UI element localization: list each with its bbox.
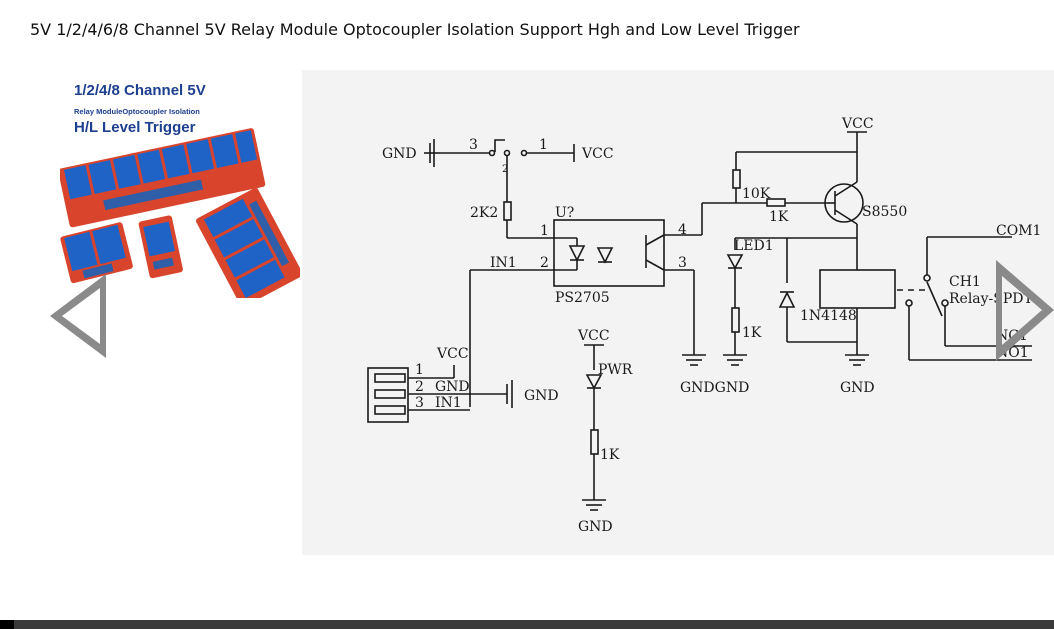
label-com1: COM1: [996, 223, 1041, 239]
label-s8550: S8550: [862, 204, 907, 220]
label-gnd-bottom: GND: [578, 519, 613, 535]
label-1k-base: 1K: [769, 209, 789, 225]
label-2k2: 2K2: [470, 205, 498, 221]
label-in1: IN1: [490, 255, 517, 271]
label-pwr: PWR: [598, 362, 633, 378]
label-opto-pin1: 1: [540, 223, 549, 239]
label-u: U?: [555, 205, 574, 221]
label-1k-led: 1K: [742, 325, 762, 341]
label-conn-in1: IN1: [435, 395, 462, 411]
label-conn-vcc: VCC: [436, 346, 469, 362]
bottom-bar: [0, 620, 1054, 629]
bottom-bar-edge: [0, 620, 14, 629]
label-pin1: 1: [539, 137, 548, 153]
eight-channel-board: [60, 128, 266, 228]
four-channel-board: [196, 187, 300, 298]
page-title: 5V 1/2/4/6/8 Channel 5V Relay Module Opt…: [30, 20, 800, 39]
label-gnd-relay: GND: [840, 380, 875, 396]
label-vcc-pwr: VCC: [577, 328, 610, 344]
two-channel-board: [60, 222, 133, 284]
chevron-right-outline-icon: [996, 260, 1054, 361]
label-gndgnd: GNDGND: [680, 380, 749, 396]
label-pin2: 2: [502, 164, 508, 175]
label-led1: LED1: [734, 238, 774, 254]
previous-image-button[interactable]: [44, 270, 112, 362]
label-ps2705: PS2705: [555, 290, 610, 306]
label-10k: 10K: [742, 186, 771, 202]
one-channel-board: [138, 215, 183, 279]
label-pin3: 3: [469, 137, 478, 153]
thumb-line1: 1/2/4/8 Channel 5V: [74, 82, 206, 99]
schematic-drawing: GND 3 1 2 VCC 2K2 U? 1 2 3 4 IN1 PS2705 …: [367, 116, 1041, 535]
label-1n4148: 1N4148: [800, 308, 857, 324]
relay-modules-image: 1/2/4/8 Channel 5V Relay ModuleOptocoupl…: [60, 82, 300, 298]
label-conn-1: 1: [415, 362, 424, 378]
label-opto-pin3: 3: [678, 255, 687, 271]
label-opto-pin4: 4: [678, 222, 687, 238]
label-gnd-top: GND: [382, 146, 417, 162]
label-ch1: CH1: [949, 274, 981, 290]
label-gnd-conn: GND: [524, 388, 559, 404]
thumb-line3: H/L Level Trigger: [74, 119, 196, 136]
relay-schematic-image[interactable]: GND 3 1 2 VCC 2K2 U? 1 2 3 4 IN1 PS2705 …: [302, 70, 1054, 555]
chevron-left-outline-icon: [50, 274, 106, 358]
label-vcc-top: VCC: [581, 146, 614, 162]
label-conn-2: 2: [415, 379, 424, 395]
label-conn-gnd: GND: [435, 379, 470, 395]
thumb-line2: Relay ModuleOptocoupler Isolation: [74, 107, 200, 116]
label-opto-pin2: 2: [540, 255, 549, 271]
next-image-button[interactable]: [994, 258, 1054, 363]
label-1k-pwr: 1K: [600, 447, 620, 463]
label-relay-spdt: Relay-SPDT: [949, 291, 1034, 307]
label-conn-3: 3: [415, 395, 424, 411]
product-thumbnail[interactable]: 1/2/4/8 Channel 5V Relay ModuleOptocoupl…: [60, 78, 300, 298]
label-vcc-right: VCC: [841, 116, 874, 132]
